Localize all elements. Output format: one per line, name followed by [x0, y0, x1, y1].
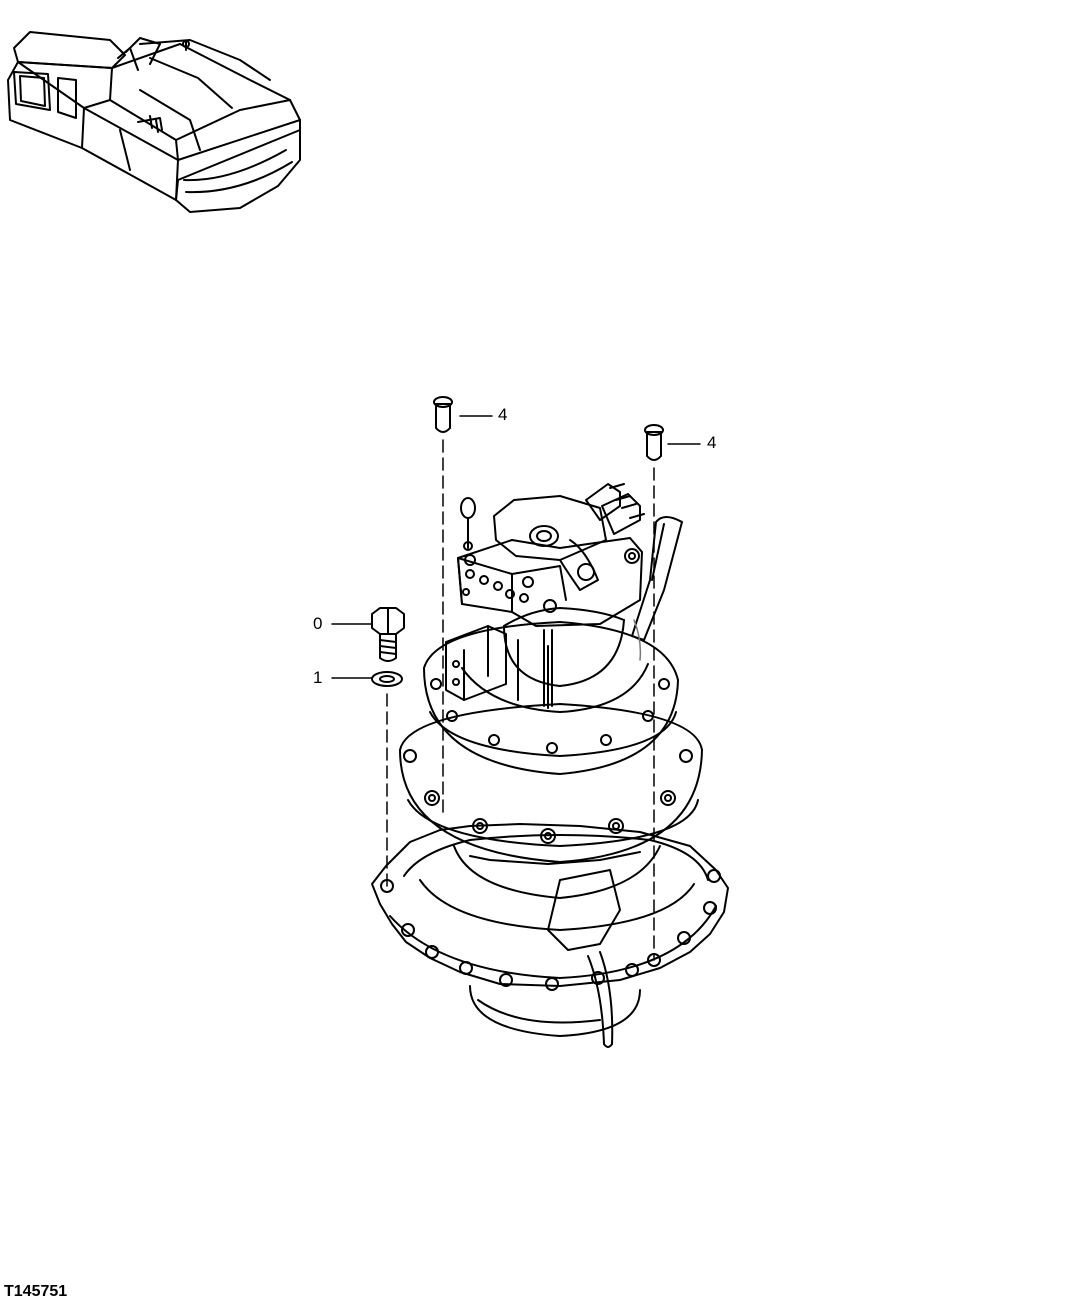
excavator-locator-icon [7, 31, 301, 213]
swing-motor-assembly [371, 483, 729, 1048]
callout-pin-left: 4 [498, 405, 508, 424]
washer-part [371, 671, 403, 687]
hose-shading [633, 619, 642, 661]
callout-washer: 1 [313, 668, 323, 687]
figure-id: T145751 [4, 1283, 68, 1300]
callout-pin-right: 4 [707, 433, 717, 452]
callout-bolt: 0 [313, 614, 323, 633]
pin-right-part [644, 424, 664, 461]
leader-lines [331, 415, 701, 679]
bolt-part [371, 607, 405, 662]
pin-left-part [433, 396, 453, 433]
